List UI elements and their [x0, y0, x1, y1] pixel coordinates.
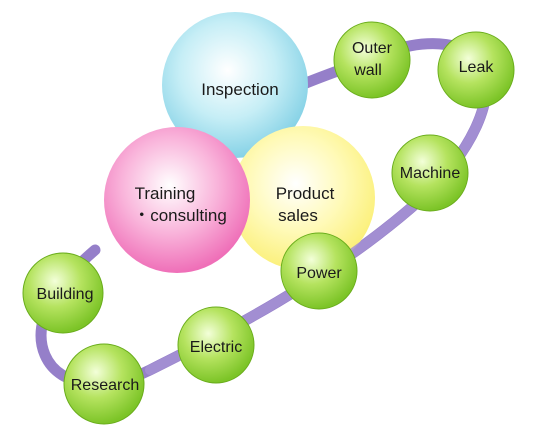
research-node: [63, 343, 145, 425]
electric-label: Electric: [189, 339, 243, 356]
training-circle: [104, 127, 250, 273]
machine-node: [391, 134, 469, 212]
inspection-label: Inspection: [201, 80, 279, 99]
electric-node: [177, 306, 255, 384]
inspection-circle: [162, 12, 308, 158]
leak-label: Leak: [458, 59, 494, 76]
research-label: Research: [70, 377, 140, 394]
power-node: [280, 232, 358, 310]
building-node: [22, 252, 104, 334]
power-label: Power: [296, 265, 342, 282]
machine-label: Machine: [399, 165, 461, 182]
training-label-line1: Training: [134, 184, 196, 203]
outer-wall-label-line1: Outer: [351, 40, 392, 57]
building-label: Building: [36, 286, 94, 303]
product-label-line1: Product: [275, 184, 335, 203]
outer-wall-label-line2: wall: [354, 62, 382, 79]
outer-wall-node: [333, 21, 411, 99]
training-label-line2: ・consulting: [133, 206, 227, 225]
product-circle: [231, 126, 375, 270]
leak-node: [437, 31, 515, 109]
product-label-line2: sales: [278, 206, 318, 225]
